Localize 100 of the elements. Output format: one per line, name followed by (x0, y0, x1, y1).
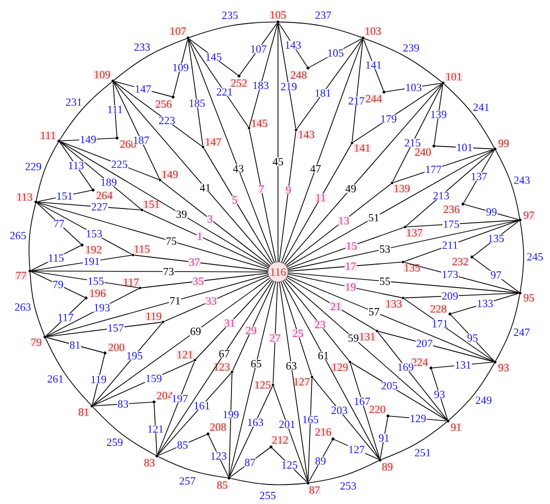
edge-label: 209 (441, 292, 459, 300)
graph-edge (288, 220, 519, 270)
edge-label: 31 (224, 319, 236, 328)
edge-label: 235 (221, 11, 239, 20)
edge-label: 243 (513, 176, 531, 184)
vertex: 200 (104, 343, 126, 354)
edge-label: 197 (170, 394, 188, 403)
graph-edge (28, 203, 36, 270)
edge-label: 199 (222, 410, 240, 419)
edge-label: 49 (344, 184, 357, 193)
edge-label: 161 (193, 402, 211, 410)
vertex: 111 (40, 131, 60, 142)
edge-label: 127 (348, 445, 366, 454)
vertex: 208 (206, 422, 227, 436)
graph-edge (278, 23, 308, 67)
edge-label: 33 (205, 296, 218, 306)
graph-edge (495, 294, 520, 361)
graph-edge (308, 378, 312, 482)
vertex: 113 (16, 192, 38, 204)
graph-edge (208, 435, 229, 477)
edge-label: 125 (280, 460, 298, 470)
edge-label: 157 (106, 324, 124, 332)
graph-edge (278, 131, 296, 262)
edge-label: 55 (378, 277, 391, 286)
edge-label: 59 (347, 334, 360, 342)
vertex: 117 (122, 278, 142, 290)
graph-edge (350, 362, 380, 459)
edge-label: 241 (472, 103, 490, 112)
graph-edge (45, 338, 92, 406)
vertex: 105 (269, 10, 287, 24)
graph-edge (60, 141, 270, 268)
vertex: 137 (404, 226, 424, 237)
graph-edge (404, 220, 519, 262)
edge-label: 247 (512, 328, 530, 336)
edge-label: 63 (285, 362, 298, 370)
graph-edge (381, 422, 448, 460)
edge-label: 229 (24, 162, 42, 171)
graph-edge (392, 84, 443, 182)
edge-label: 139 (430, 110, 448, 119)
edge-label: 255 (258, 491, 276, 500)
graph-edge (114, 38, 187, 80)
graph-edge (495, 150, 520, 219)
graph-edge (60, 142, 92, 189)
graph-edge (46, 298, 86, 336)
graph-edge (158, 434, 207, 456)
edge-label: 99 (486, 208, 498, 216)
graph-edge (279, 22, 362, 38)
graph-edge (284, 280, 350, 362)
graph-edge (448, 363, 495, 420)
graph-edge (404, 262, 519, 293)
vertex: 81 (78, 404, 94, 416)
edge-label: 79 (52, 280, 64, 289)
graph-edge (278, 23, 296, 129)
edge-label: 177 (424, 165, 442, 174)
edge-label: 265 (9, 231, 27, 240)
graph-edge (435, 146, 494, 150)
edge-label: 105 (326, 48, 344, 58)
vertex: 97 (518, 211, 535, 222)
edge-label: 95 (466, 334, 478, 342)
edge-label: 165 (302, 415, 320, 424)
graph-edge (363, 39, 384, 91)
edge-label: 19 (344, 282, 357, 292)
graph-edge (31, 271, 85, 298)
graph-edge (280, 281, 312, 376)
graph-edge (188, 39, 275, 263)
graph-edge (92, 278, 270, 406)
graph-edge (114, 81, 172, 97)
edge-label: 39 (175, 210, 188, 218)
graph-edge (378, 330, 494, 362)
edge-label: 13 (338, 216, 350, 225)
vertex: 141 (350, 142, 371, 152)
graph-edge (36, 202, 82, 244)
edge-label: 61 (317, 351, 330, 360)
edge-label: 147 (134, 84, 152, 94)
edge-label: 121 (146, 424, 164, 434)
graph-edge (406, 220, 519, 228)
edge-label: 27 (269, 334, 282, 342)
graph-edge (92, 406, 156, 456)
edge-label: 73 (162, 267, 175, 276)
edge-label: 183 (252, 81, 270, 90)
graph-edge (154, 403, 158, 455)
edge-label: 87 (244, 458, 256, 467)
vertex: 244 (364, 90, 386, 103)
graph-edge (37, 202, 268, 270)
edge-label: 151 (56, 192, 74, 200)
graph-edge (404, 298, 494, 362)
vertex: 125 (254, 380, 274, 390)
edge-label: 203 (330, 406, 348, 415)
vertex: 139 (390, 182, 411, 193)
edge-label: 129 (409, 414, 427, 423)
vertex: 91 (446, 420, 462, 432)
graph-edge (60, 82, 112, 140)
graph-edge (189, 22, 277, 38)
edge-label: 41 (199, 184, 212, 192)
edge-label: 263 (14, 302, 32, 312)
vertex: 256 (154, 96, 174, 108)
graph-edge (173, 39, 188, 96)
edge-label: 119 (90, 375, 108, 384)
graph-edge (93, 402, 153, 406)
graph-edge (392, 149, 494, 183)
